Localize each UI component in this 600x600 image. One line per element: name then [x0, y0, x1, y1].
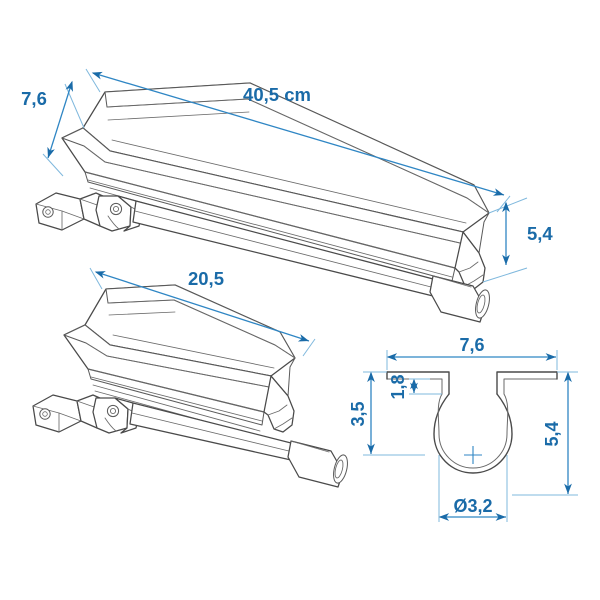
short-rod-group — [32, 394, 348, 488]
dimension-label-length-short: 20,5 — [188, 268, 224, 289]
dimension-cs-width: 7,6 — [386, 335, 558, 370]
dimension-label-length-long: 40,5 cm — [243, 84, 311, 105]
long-rod-group — [35, 192, 490, 323]
dimension-cs-bore: Ø3,2 — [438, 455, 508, 522]
dimension-height-long: 5,4 — [482, 197, 553, 283]
dimension-cs-right: 5,4 — [512, 371, 578, 496]
end-ferrule — [429, 275, 490, 323]
end-ferrule — [287, 440, 348, 488]
dimension-cs-left: 3,5 — [348, 371, 425, 456]
short-rail-assembly: 20,5 — [32, 267, 348, 488]
dimension-label-height-long: 5,4 — [527, 223, 553, 244]
dimension-label-width-long: 7,6 — [21, 88, 47, 109]
long-rail-assembly: 40,5 cm 7,6 5,4 — [21, 68, 553, 323]
profile-cross-section: 7,6 3,5 1,8 5,4 Ø3,2 — [348, 335, 578, 522]
dimension-cs-slot: 1,8 — [388, 374, 442, 400]
dimension-label-cs-right: 5,4 — [542, 421, 562, 446]
dimension-length-short: 20,5 — [89, 267, 316, 357]
dimension-label-cs-bore: Ø3,2 — [453, 496, 492, 516]
dimension-label-cs-width: 7,6 — [459, 335, 484, 355]
dimension-label-cs-slot: 1,8 — [388, 374, 408, 399]
dimension-label-cs-left: 3,5 — [348, 401, 368, 426]
dimension-width-long: 7,6 — [21, 80, 85, 177]
